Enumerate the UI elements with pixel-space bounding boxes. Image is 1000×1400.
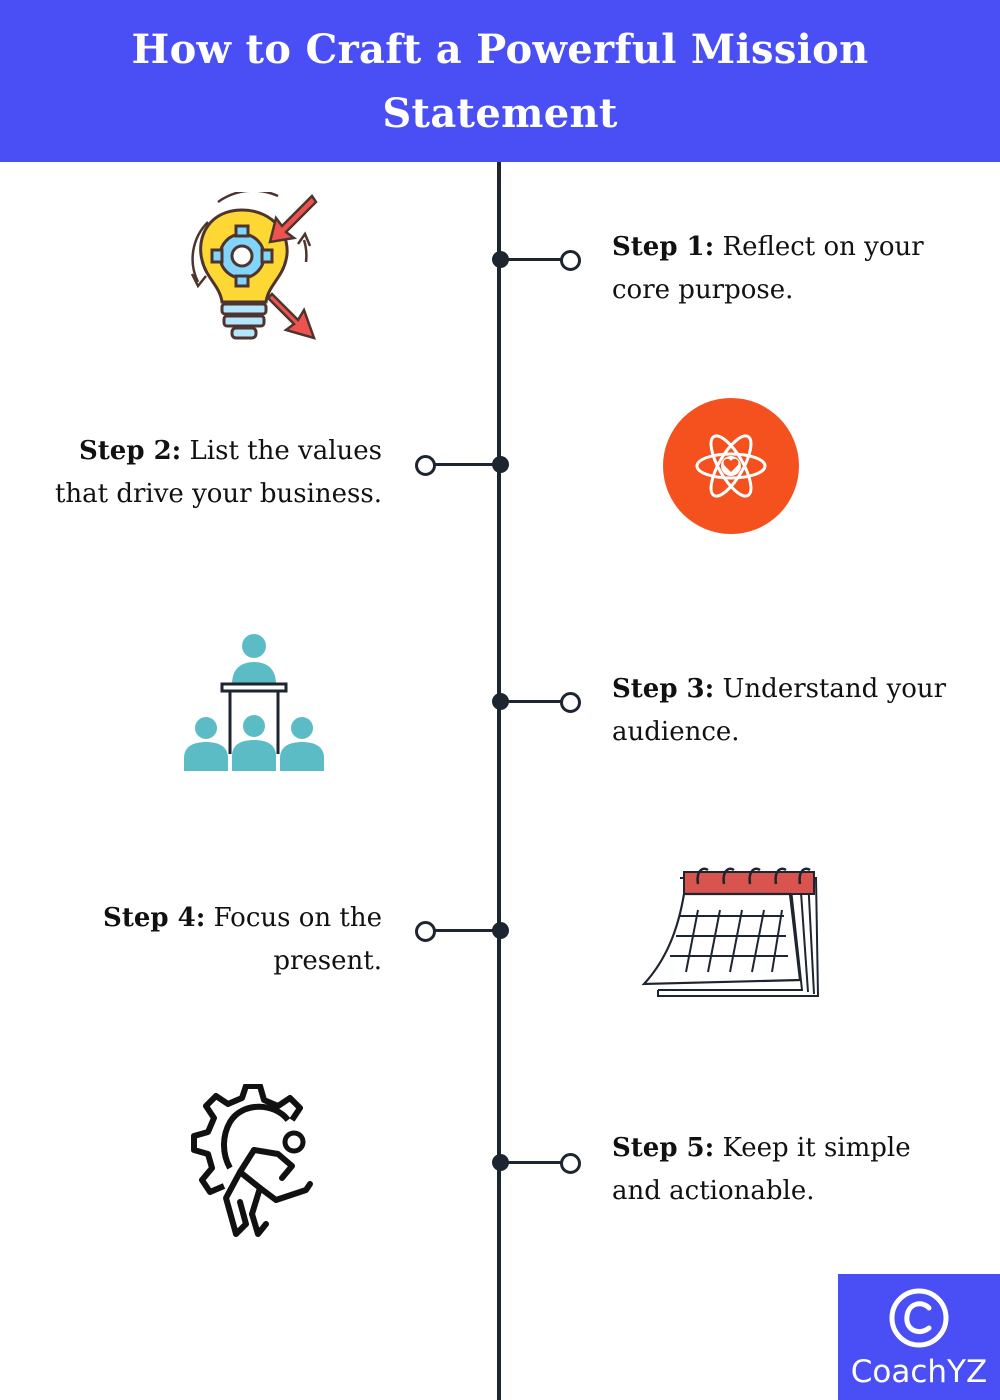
step-4-label: Step 4: — [103, 903, 206, 933]
step-1-description: Reflect on your core purpose. — [612, 232, 924, 305]
atom-heart-icon — [663, 398, 799, 534]
step-3-description: Understand your audience. — [612, 674, 947, 747]
timeline-line — [497, 162, 501, 1400]
step-3-text: Step 3: Understand your audience. — [612, 668, 952, 754]
calendar-icon — [641, 867, 820, 997]
step-5-description: Keep it simple and actionable. — [612, 1133, 911, 1206]
step-1-connector — [490, 250, 590, 271]
gear-runner-icon — [191, 1084, 313, 1237]
step-3-label: Step 3: — [612, 674, 715, 704]
header-banner: How to Craft a Powerful Mission Statemen… — [0, 0, 1000, 162]
step-4-text: Step 4: Focus on the present. — [40, 897, 382, 983]
step-2-connector — [415, 455, 515, 476]
audience-presenter-icon — [184, 634, 324, 771]
page-title: How to Craft a Powerful Mission Statemen… — [131, 26, 869, 137]
step-5-label: Step 5: — [612, 1133, 715, 1163]
coachyz-logo: CoachYZ — [838, 1274, 1000, 1400]
step-5-connector — [490, 1153, 590, 1174]
step-2-description: List the values that drive your business… — [54, 436, 382, 509]
step-3-connector — [490, 692, 590, 713]
step-1-text: Step 1: Reflect on your core purpose. — [612, 226, 952, 312]
logo-text: CoachYZ — [850, 1354, 988, 1390]
step-2-label: Step 2: — [79, 436, 182, 466]
step-4-description: Focus on the present. — [213, 903, 382, 976]
step-2-text: Step 2: List the values that drive your … — [40, 430, 382, 516]
step-5-text: Step 5: Keep it simple and actionable. — [612, 1127, 952, 1213]
step-1-label: Step 1: — [612, 232, 715, 262]
step-4-connector — [415, 921, 515, 942]
lightbulb-gear-icon — [190, 192, 318, 340]
copyright-icon — [889, 1288, 949, 1348]
